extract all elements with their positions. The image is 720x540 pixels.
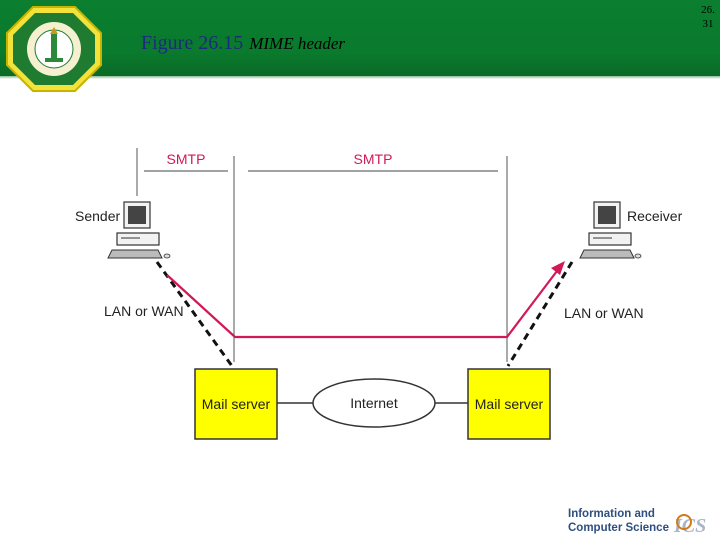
internet-cloud — [312, 378, 436, 428]
slide-number-line2: 31 — [702, 18, 714, 30]
header-bar — [0, 0, 720, 76]
ics-logo-line1: Information and — [568, 508, 655, 520]
lan-label-left: LAN or WAN — [104, 303, 184, 319]
slide-number: 26.31 — [697, 3, 719, 31]
sender-label: Sender — [75, 208, 120, 224]
ics-logo-swirl-icon — [676, 514, 692, 530]
mail-server-right-label: Mail server — [475, 396, 544, 412]
receiver-computer-icon — [579, 201, 642, 259]
figure-subtitle: MIME header — [249, 34, 346, 53]
message-path-arrowhead — [551, 261, 565, 275]
mail-server-left-box — [194, 368, 278, 440]
smtp-right-label: SMTP — [354, 151, 393, 167]
header-shadow — [0, 76, 720, 79]
lan-label-right: LAN or WAN — [564, 305, 644, 321]
receiver-label: Receiver — [627, 208, 683, 224]
message-path — [166, 270, 558, 339]
figure-title: Figure 26.15 MIME header — [141, 32, 345, 55]
smtp-left-label: SMTP — [167, 151, 206, 167]
internet-label: Internet — [350, 395, 398, 411]
lan-link-left — [155, 261, 234, 367]
slide-number-line1: 26. — [701, 4, 715, 16]
mail-server-right-box — [467, 368, 551, 440]
figure-label: Figure 26.15 — [141, 32, 244, 54]
ics-logo-line2: Computer Science — [568, 522, 669, 534]
ics-logo: Information and Computer Science ICS — [568, 508, 706, 537]
university-seal-icon — [6, 6, 102, 92]
sender-computer-icon — [107, 201, 171, 259]
mail-server-left-label: Mail server — [202, 396, 271, 412]
lan-link-right — [506, 261, 574, 367]
